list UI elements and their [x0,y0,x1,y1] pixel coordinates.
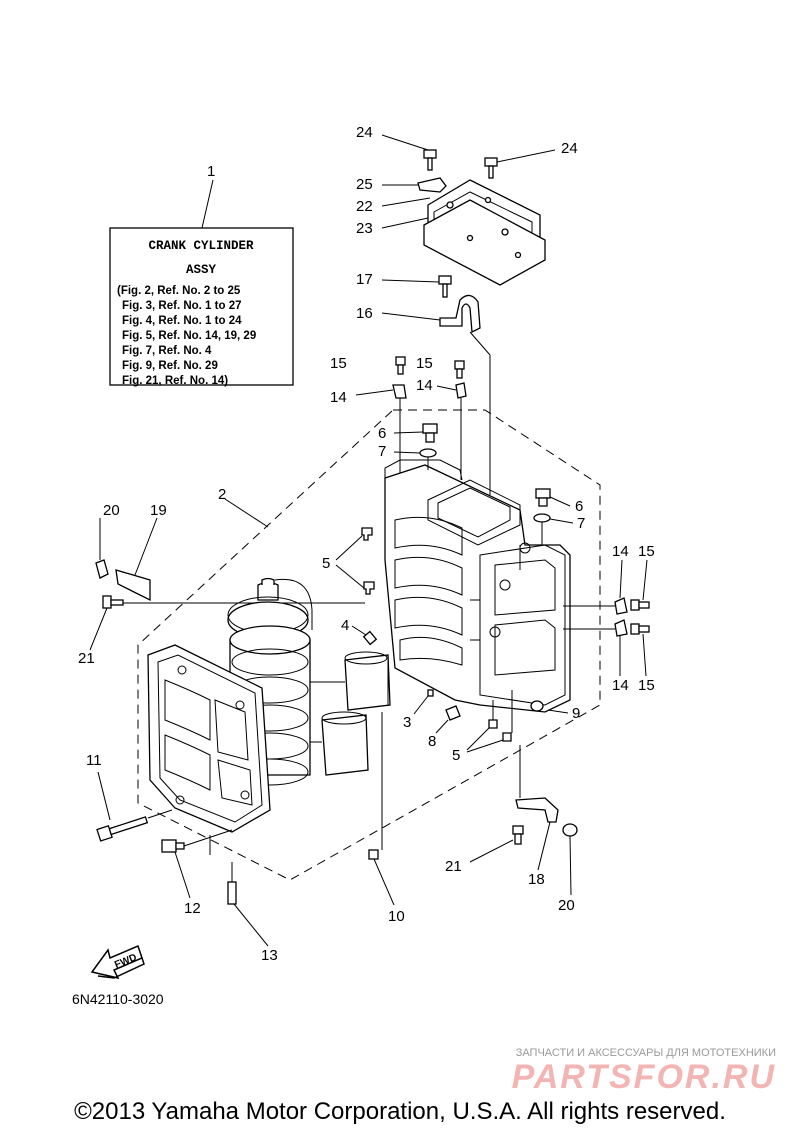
callout-14-right-lower[interactable]: 14 [612,677,629,694]
callout-14-top-left[interactable]: 14 [330,389,347,406]
callout-22[interactable]: 22 [356,198,373,215]
callout-16[interactable]: 16 [356,305,373,322]
callout-21-right[interactable]: 21 [445,858,462,875]
plug-6-upper [422,423,438,443]
bracket-18 [515,797,559,823]
assembly-info-box: 1 CRANK CYLINDER ASSY (Fig. 2, Ref. No. … [109,163,294,387]
watermark-logo: PARTSFOR.RU [512,1058,776,1096]
callout-7-upper[interactable]: 7 [378,443,386,460]
callout-6-upper[interactable]: 6 [378,425,386,442]
bolt-15-right-lower [630,623,650,635]
callout-8[interactable]: 8 [428,733,436,750]
callout-20-left[interactable]: 20 [103,502,120,519]
callout-18[interactable]: 18 [528,871,545,888]
callout-2[interactable]: 2 [218,486,226,503]
clamp-16 [439,294,481,334]
callout-15-top-left[interactable]: 15 [330,355,347,372]
pin-3 [427,689,434,697]
pin-5-bottom-b [502,732,512,742]
box-line-7: Fig. 21, Ref. No. 14) [122,375,228,387]
cylinder-head-cover [423,179,546,286]
box-title-line1: CRANK CYLINDER [148,239,254,253]
callout-13[interactable]: 13 [261,947,278,964]
cap-20-right [562,823,578,837]
plug-6-right [535,488,551,507]
callout-20-right[interactable]: 20 [558,897,575,914]
dowel-10 [368,849,379,860]
washer-7-right [533,513,551,523]
bolt-15-top-left [395,356,406,375]
callout-14-right-upper[interactable]: 14 [612,543,629,560]
callout-15-right-lower[interactable]: 15 [638,677,655,694]
clip-14-right-upper [614,597,628,615]
bolt-21-left [102,595,124,609]
cylinder-block [384,459,571,713]
box-line-6: Fig. 9, Ref. No. 29 [122,360,218,372]
callout-25[interactable]: 25 [356,176,373,193]
callout-5-lower[interactable]: 5 [452,747,460,764]
callout-10[interactable]: 10 [388,908,405,925]
bracket-19 [115,569,151,602]
plug-8 [445,705,461,721]
bolt-12 [161,839,185,853]
pin-5-upper [361,527,373,541]
callout-9[interactable]: 9 [572,705,580,722]
bolt-17 [438,275,452,298]
piston-lower [321,711,369,776]
clip-14-top-left [392,384,407,399]
washer-7-upper [419,448,437,458]
watermark-tagline: ЗАПЧАСТИ И АКСЕССУАРЫ ДЛЯ МОТОТЕХНИКИ [516,1047,776,1059]
bolt-11 [96,816,149,842]
callout-23[interactable]: 23 [356,220,373,237]
copyright-notice: ©2013 Yamaha Motor Corporation, U.S.A. A… [74,1098,726,1125]
box-line-3: Fig. 4, Ref. No. 1 to 24 [122,315,242,327]
diagram-code: 6N42110-3020 [72,991,164,1007]
pin-5-bottom-a [488,719,498,729]
callout-15-top-right[interactable]: 15 [416,355,433,372]
piston-upper [344,651,391,711]
bolt-24-left [423,149,437,171]
clip-14-right-lower [614,619,628,637]
callout-6-right[interactable]: 6 [575,498,583,515]
pin-5-lower [363,581,375,595]
cap-20-left [95,559,109,579]
stud-4 [362,630,378,646]
stud-13 [227,881,237,905]
callout-14-top-right[interactable]: 14 [416,377,433,394]
callout-21-left[interactable]: 21 [78,650,95,667]
callout-12[interactable]: 12 [184,900,201,917]
box-line-2: Fig. 3, Ref. No. 1 to 27 [122,300,242,312]
bracket-25 [417,177,447,193]
callout-11[interactable]: 11 [86,752,102,769]
callout-1[interactable]: 1 [207,163,215,180]
callout-4[interactable]: 4 [341,617,349,634]
callout-15-right-upper[interactable]: 15 [638,543,655,560]
callout-5-upper[interactable]: 5 [322,555,330,572]
ring-9 [530,700,544,712]
box-title-line2: ASSY [186,263,217,277]
fwd-arrow-icon: FWD [90,944,145,980]
callout-7-right[interactable]: 7 [577,515,585,532]
callout-17[interactable]: 17 [356,271,373,288]
crankcase [147,644,271,833]
callout-24-left[interactable]: 24 [356,124,373,141]
bolt-15-top-right [454,360,465,379]
bolt-24-right [484,157,498,179]
bolt-21-right [512,825,524,845]
callout-24-right[interactable]: 24 [561,140,578,157]
box-line-5: Fig. 7, Ref. No. 4 [122,345,212,357]
clip-14-top-right [455,382,467,399]
callout-19[interactable]: 19 [150,502,167,519]
box-line-1: (Fig. 2, Ref. No. 2 to 25 [117,285,241,297]
bolt-15-right-upper [630,599,650,611]
box-line-4: Fig. 5, Ref. No. 14, 19, 29 [122,330,256,342]
callout-3[interactable]: 3 [403,714,411,731]
